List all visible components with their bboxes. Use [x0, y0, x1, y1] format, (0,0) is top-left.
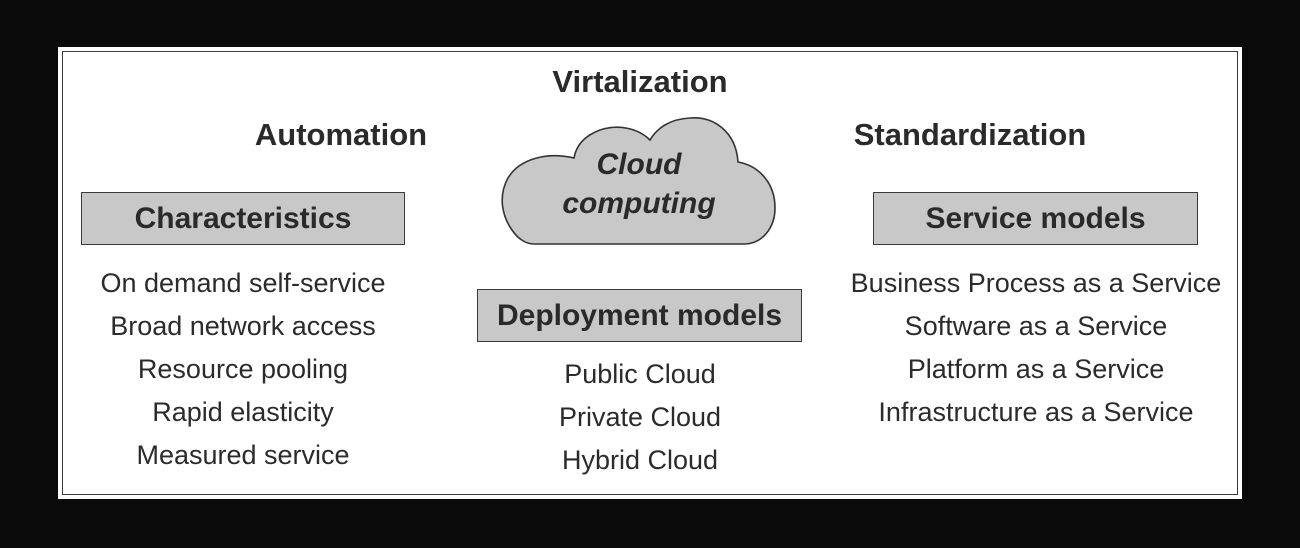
cloud-outline: [501, 117, 776, 245]
service-models-item: Platform as a Service: [907, 354, 1165, 384]
service-models-list: Business Process as a Service Software a…: [851, 262, 1222, 434]
deployment-models-item: Hybrid Cloud: [561, 445, 719, 475]
cloud-label-line2: computing: [562, 187, 716, 220]
characteristics-title: Characteristics: [134, 201, 352, 235]
characteristics-item: Resource pooling: [137, 354, 349, 384]
characteristics-item: Rapid elasticity: [152, 397, 334, 427]
deployment-models-title: Deployment models: [496, 298, 783, 332]
cloud-shape: [501, 117, 776, 245]
service-models-box: Service models: [873, 192, 1198, 245]
service-models-item: Business Process as a Service: [850, 268, 1222, 298]
service-models-title: Service models: [925, 201, 1146, 235]
deployment-models-item: Public Cloud: [564, 359, 716, 389]
characteristics-box: Characteristics: [81, 192, 405, 245]
service-models-item: Infrastructure as a Service: [878, 397, 1194, 427]
diagram-border: [62, 51, 1238, 495]
deployment-models-list: Public Cloud Private Cloud Hybrid Cloud: [559, 353, 721, 482]
heading-standardization: Standardization: [853, 117, 1087, 152]
deployment-models-box: Deployment models: [477, 289, 802, 342]
heading-automation: Automation: [254, 117, 428, 152]
characteristics-item: Broad network access: [110, 311, 376, 341]
characteristics-item: Measured service: [136, 440, 350, 470]
service-models-item: Software as a Service: [904, 311, 1168, 341]
characteristics-list: On demand self-service Broad network acc…: [100, 262, 385, 477]
diagram-frame: [58, 47, 1242, 499]
cloud-label: Cloud computing: [500, 145, 778, 223]
cloud-label-line1: Cloud: [596, 148, 682, 181]
characteristics-item: On demand self-service: [100, 268, 386, 298]
deployment-models-item: Private Cloud: [558, 402, 722, 432]
heading-virtualization: Virtalization: [552, 64, 728, 99]
